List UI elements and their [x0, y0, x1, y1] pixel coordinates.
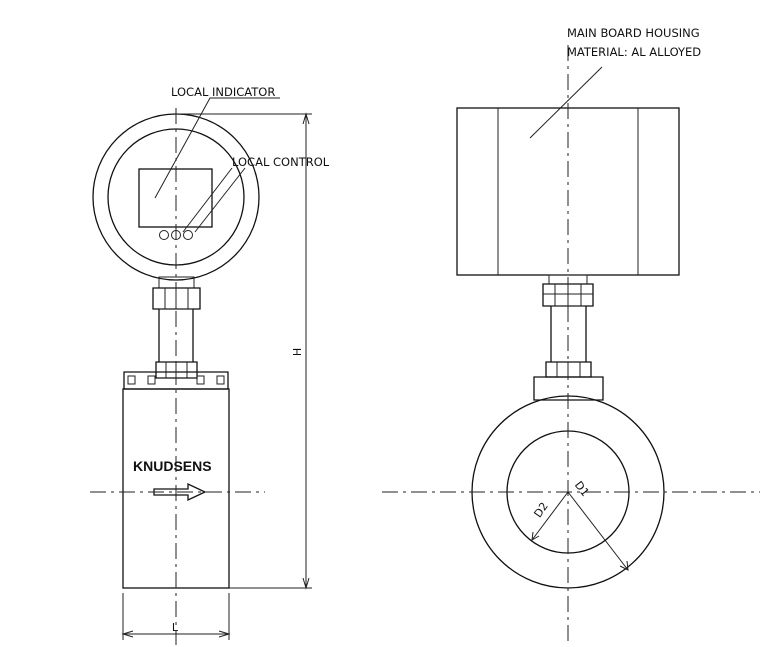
height-dimension-label: H	[291, 348, 304, 356]
housing-label-line1: MAIN BOARD HOUSING	[567, 26, 700, 40]
local-indicator-label: LOCAL INDICATOR	[171, 85, 275, 99]
control-button-3	[183, 230, 193, 240]
height-dimension	[176, 112, 312, 590]
side-neck	[533, 274, 604, 401]
housing-label-line2: MATERIAL: AL ALLOYED	[567, 45, 701, 59]
brand-label: KNUDSENS	[133, 458, 212, 474]
outer-diameter-label: D1	[572, 479, 592, 499]
length-dimension	[121, 593, 231, 640]
side-view	[382, 45, 760, 645]
length-dimension-label: L	[172, 621, 179, 634]
local-control-label: LOCAL CONTROL	[232, 155, 330, 169]
front-view	[90, 97, 312, 645]
flow-arrow	[153, 482, 207, 502]
diameter-dimensions	[531, 491, 629, 571]
control-button-1	[159, 230, 169, 240]
housing-leader	[529, 66, 603, 139]
leader-lines-front	[154, 97, 280, 233]
inner-diameter-label: D2	[531, 500, 551, 520]
